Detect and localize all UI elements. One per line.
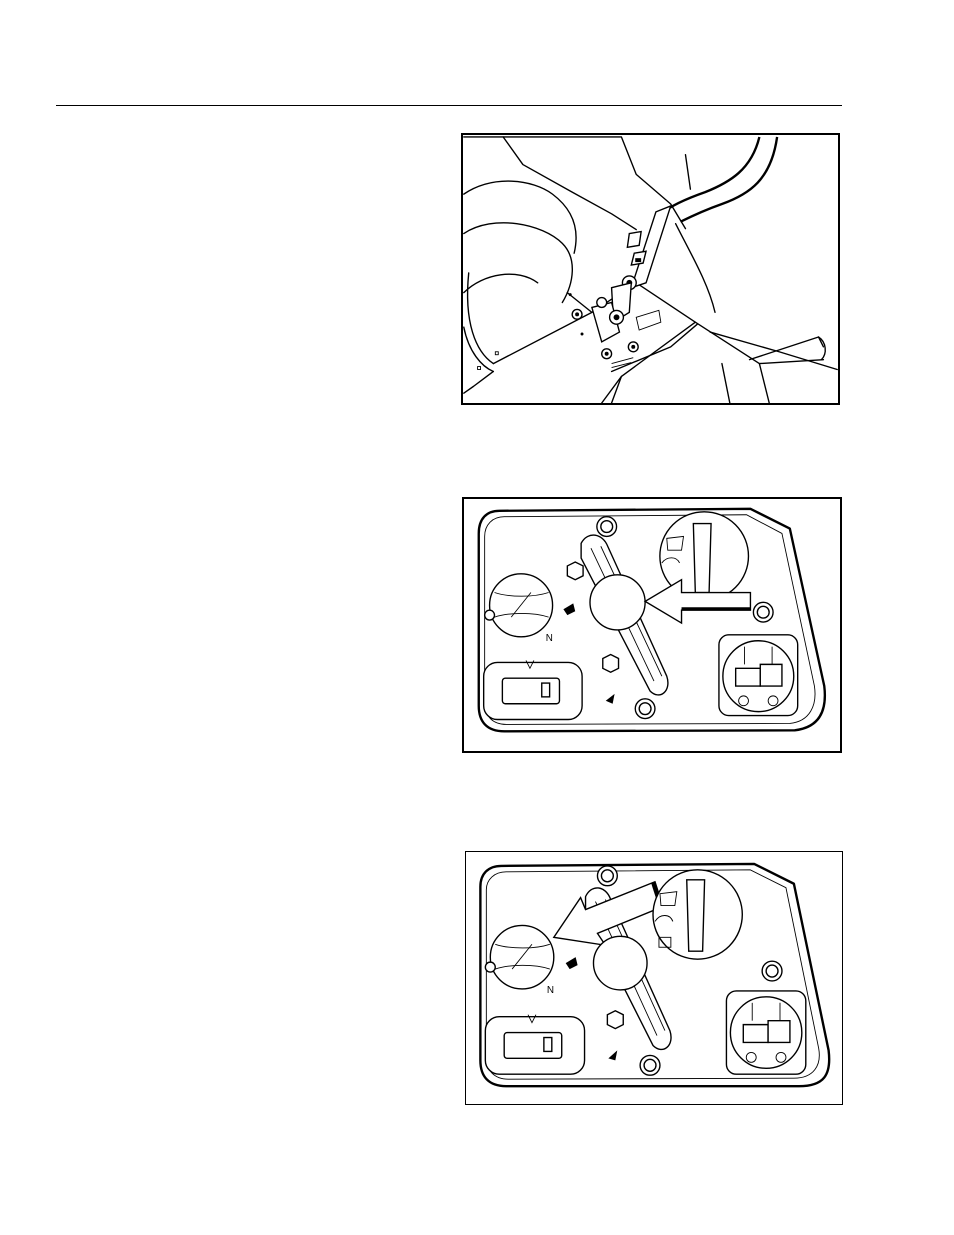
figure-control-panel-knob: N [462,497,842,753]
control-panel-illustration-1: N [464,499,840,751]
control-panel-illustration-2: N [466,852,842,1104]
neutral-letter: N [546,633,553,644]
header-rule [56,105,842,106]
lever-assembly-illustration [463,135,838,403]
figure-lever-assembly [461,133,840,405]
neutral-letter-2: N [547,985,554,996]
figure-control-panel-neutral: N [465,851,843,1105]
